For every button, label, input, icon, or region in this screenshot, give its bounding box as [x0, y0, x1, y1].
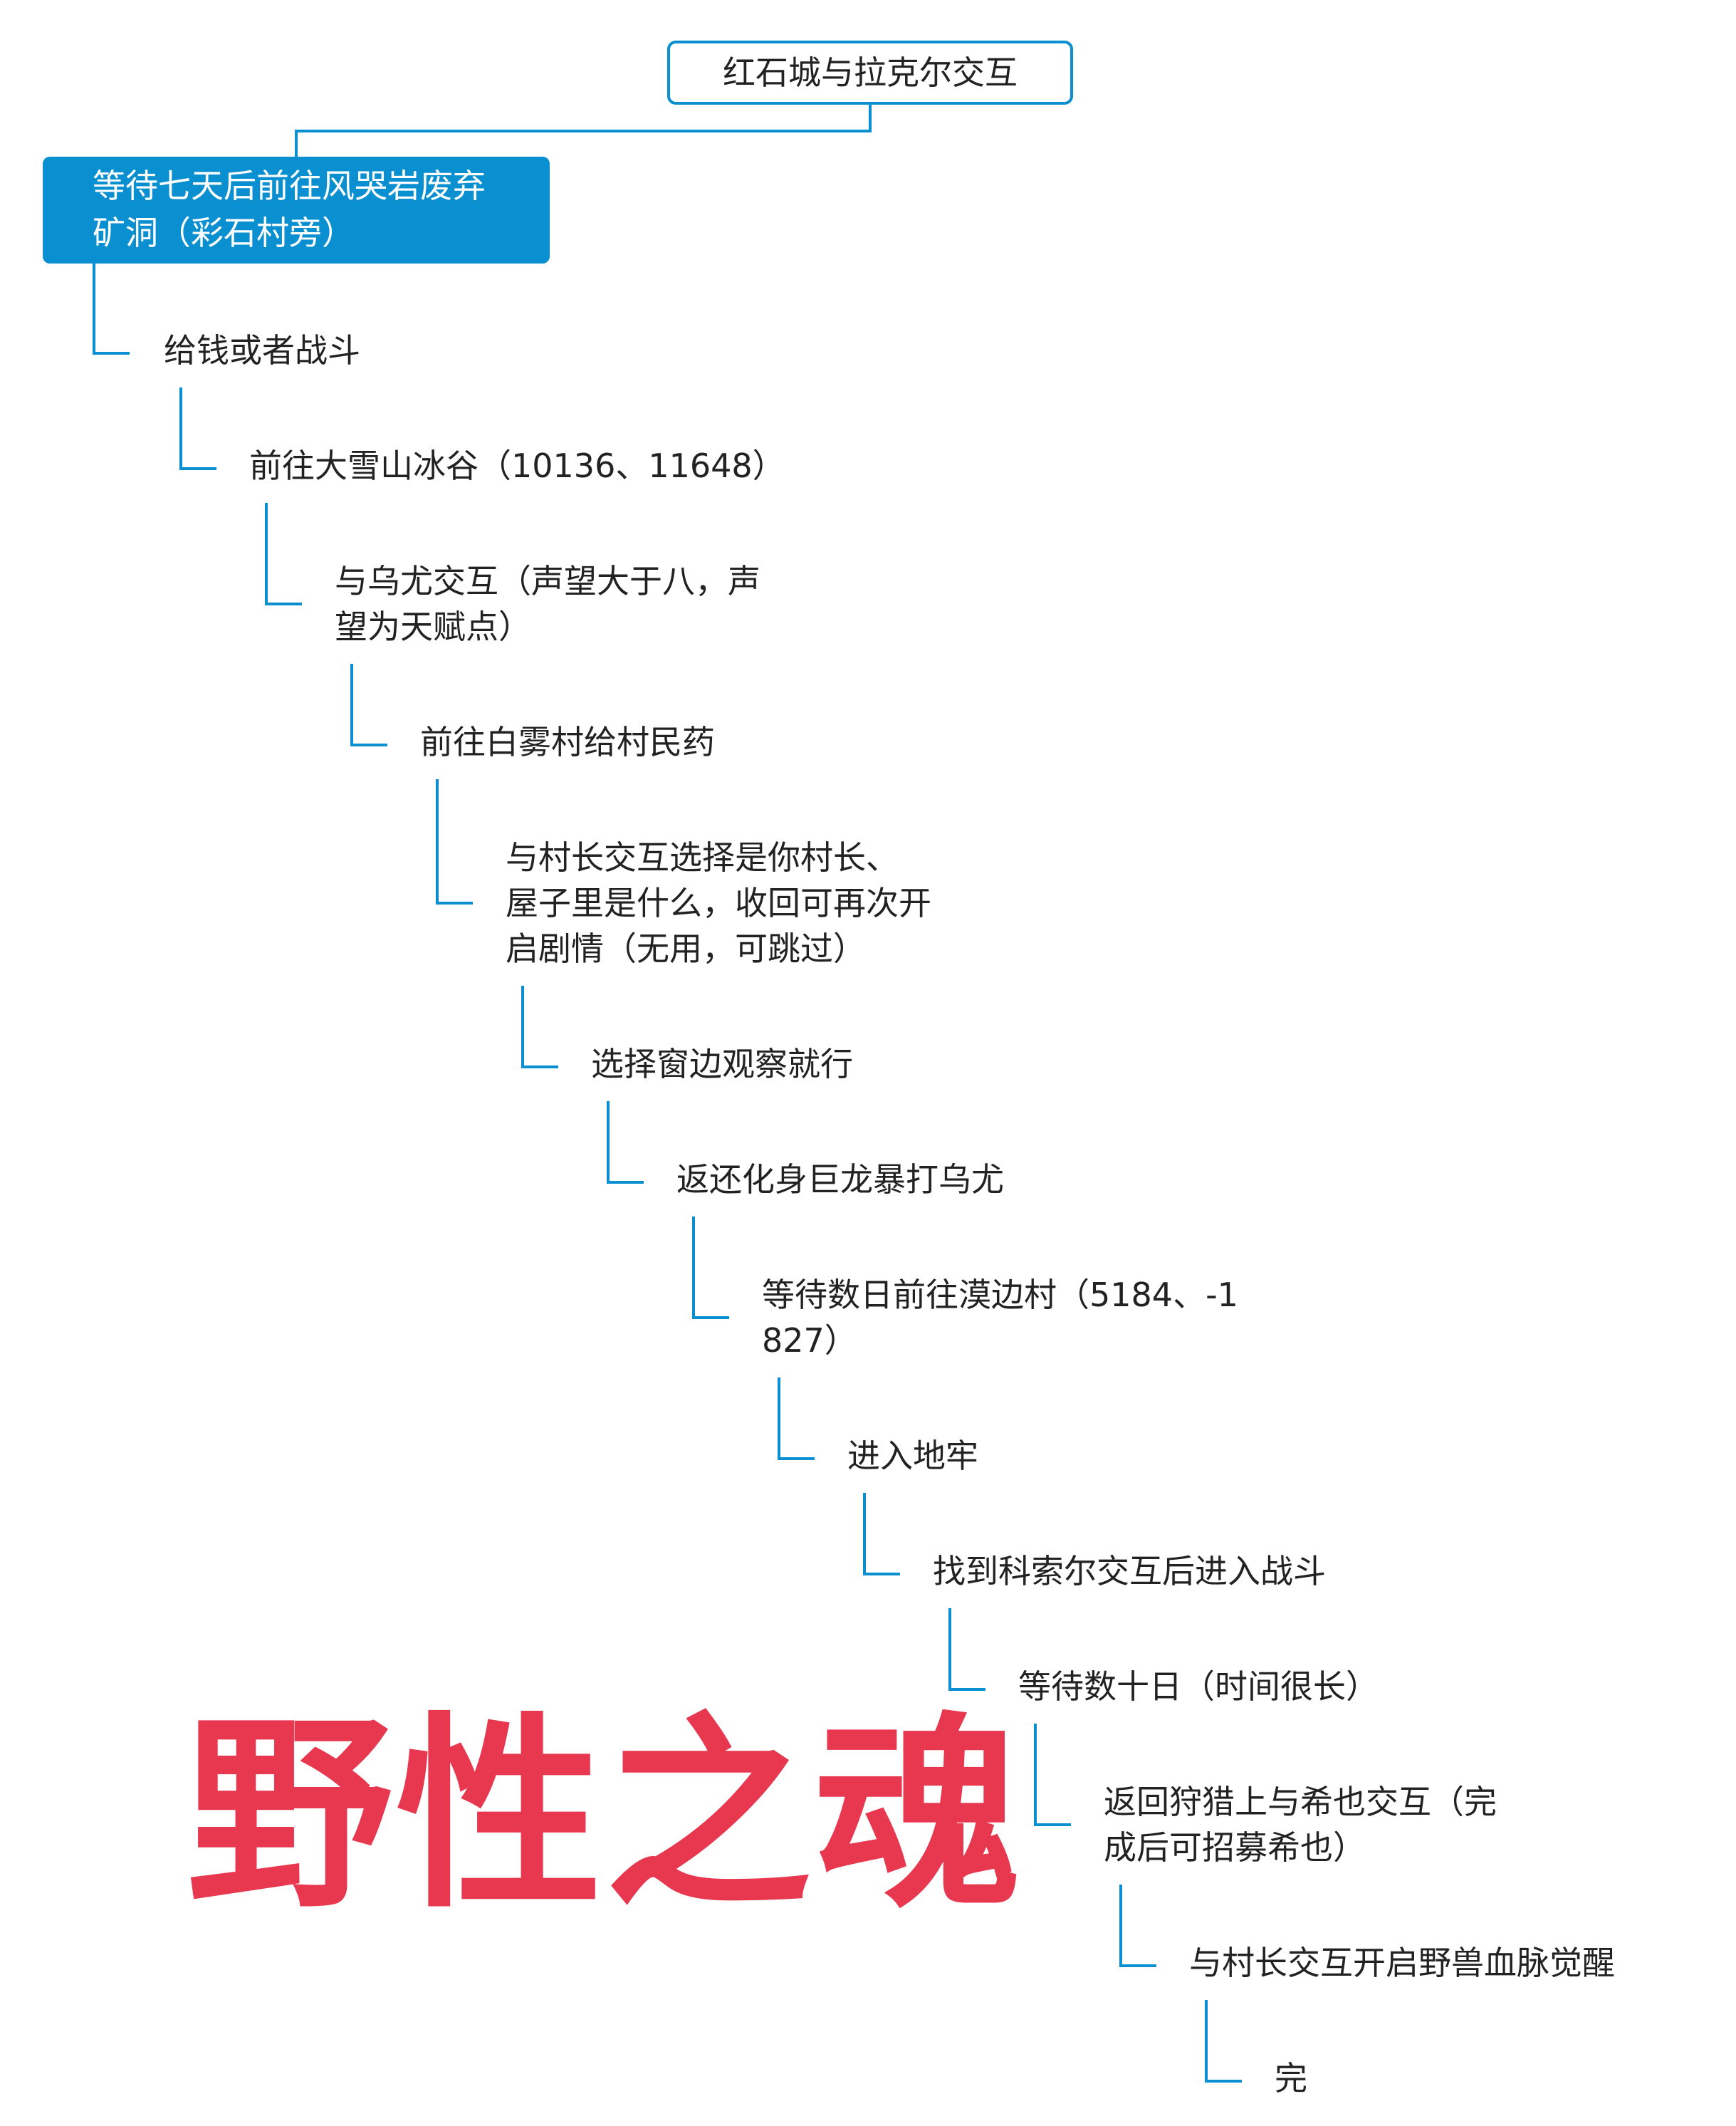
primary-node-line: 等待七天后前往风哭岩废弃	[93, 167, 486, 205]
watermark-title: 野性之魂	[187, 1696, 1024, 1936]
step-node-line: 前往大雪山冰谷（10136、11648）	[249, 447, 785, 485]
step-node-line: 找到科索尔交互后进入战斗	[933, 1552, 1326, 1590]
step-connector	[265, 503, 302, 605]
step-node-line: 完	[1275, 2059, 1307, 2098]
step-node-line: 成后可招募希也）	[1104, 1828, 1366, 1867]
step-node[interactable]: 给钱或者战斗	[164, 328, 360, 373]
step-connector	[607, 1101, 644, 1184]
step-node[interactable]: 返回狩猎上与希也交互（完成后可招募希也）	[1104, 1779, 1497, 1870]
step-node-line: 前往白雾村给村民药	[420, 723, 715, 761]
step-node-line: 等待数十日（时间很长）	[1018, 1667, 1379, 1706]
step-node-line: 给钱或者战斗	[164, 331, 360, 370]
step-node[interactable]: 找到科索尔交互后进入战斗	[933, 1548, 1326, 1594]
step-node[interactable]: 等待数日前往漠边村（5184、-1 827）	[762, 1272, 1238, 1363]
step-node-line: 屋子里是什么，收回可再次开	[506, 884, 931, 922]
step-node[interactable]: 与乌尤交互（声望大于八，声望为天赋点）	[335, 558, 760, 650]
step-node[interactable]: 完	[1275, 2055, 1307, 2101]
step-connector	[778, 1377, 815, 1460]
step-connector	[1034, 1724, 1071, 1826]
step-node-line: 827）	[762, 1321, 857, 1360]
step-node-line: 进入地牢	[847, 1437, 978, 1475]
step-node[interactable]: 返还化身巨龙暴打乌尤	[676, 1157, 1004, 1202]
step-node-line: 与乌尤交互（声望大于八，声	[335, 562, 760, 600]
step-connector	[179, 387, 216, 470]
step-node-line: 与村长交互开启野兽血脉觉醒	[1189, 1944, 1615, 1982]
step-node[interactable]: 选择窗边观察就行	[591, 1041, 853, 1087]
step-connector	[521, 986, 558, 1068]
step-connector	[863, 1493, 900, 1575]
step-node-line: 望为天赋点）	[335, 608, 531, 646]
step-connector	[692, 1216, 729, 1319]
step-node-line: 等待数日前往漠边村（5184、-1	[762, 1276, 1238, 1314]
step-node-line: 启剧情（无用，可跳过）	[506, 929, 866, 968]
root-node-label: 红石城与拉克尔交互	[723, 53, 1018, 92]
step-node-line: 选择窗边观察就行	[591, 1045, 853, 1083]
step-node-line: 返回狩猎上与希也交互（完	[1104, 1783, 1497, 1821]
step-node-line: 与村长交互选择是你村长、	[506, 838, 899, 877]
step-connector	[350, 664, 387, 746]
step-node[interactable]: 前往白雾村给村民药	[420, 719, 715, 765]
step-node[interactable]: 前往大雪山冰谷（10136、11648）	[249, 443, 785, 489]
root-node[interactable]: 红石城与拉克尔交互	[667, 41, 1073, 105]
root-connector	[295, 105, 872, 157]
step-node[interactable]: 与村长交互开启野兽血脉觉醒	[1189, 1940, 1615, 1986]
step-connector	[1119, 1885, 1156, 1967]
step-node[interactable]: 与村长交互选择是你村长、屋子里是什么，收回可再次开启剧情（无用，可跳过）	[506, 835, 931, 971]
primary-node-line: 矿洞（彩石村旁）	[93, 214, 355, 252]
step-node-line: 返还化身巨龙暴打乌尤	[676, 1160, 1004, 1199]
step-node[interactable]: 进入地牢	[847, 1433, 978, 1479]
step-node[interactable]: 等待数十日（时间很长）	[1018, 1664, 1379, 1709]
step-connector	[436, 779, 473, 905]
step-connector	[1205, 2000, 1242, 2083]
step-connector	[93, 264, 130, 355]
primary-node[interactable]: 等待七天后前往风哭岩废弃 矿洞（彩石村旁）	[43, 157, 550, 264]
step-connector	[948, 1608, 985, 1691]
